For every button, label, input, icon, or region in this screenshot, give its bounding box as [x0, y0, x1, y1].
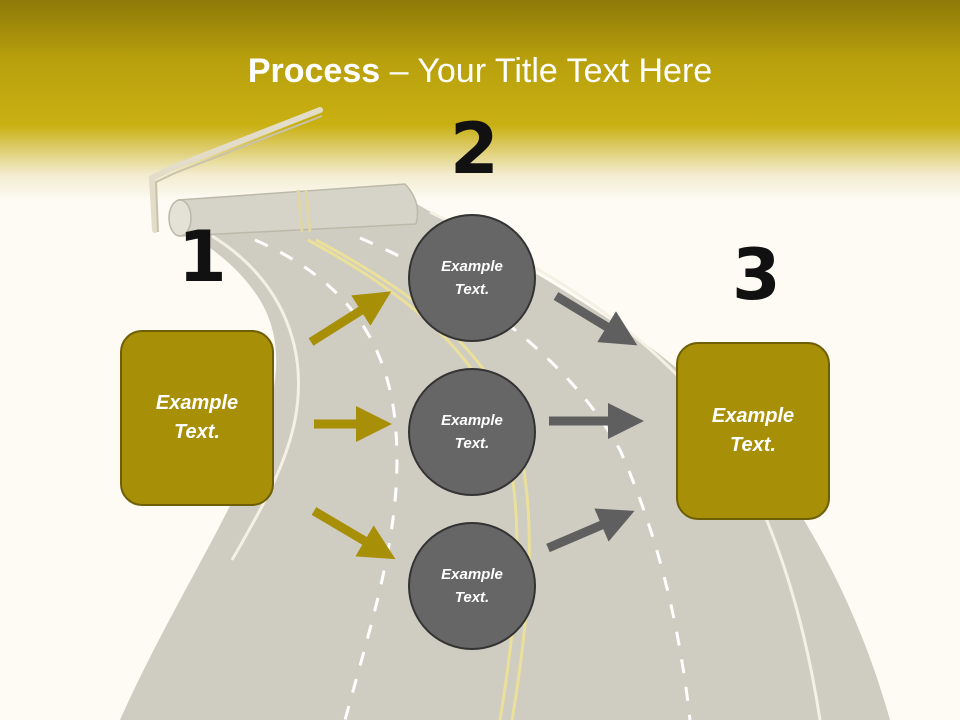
lane-dash-right — [359, 236, 692, 720]
step-1-text: Example Text. — [155, 392, 239, 443]
arrow-circle-top-to-box3 — [553, 292, 638, 346]
circle-top-text: Example Text. — [441, 258, 503, 298]
arrow-circle-bottom-to-box3 — [546, 508, 635, 553]
step-2-circle-top: Example Text. — [408, 214, 536, 342]
road-edge-left — [211, 234, 300, 561]
header-band — [0, 0, 960, 200]
lane-dash-left — [254, 238, 399, 720]
step-2-circle-bottom: Example Text. — [408, 522, 536, 650]
roller-handle — [148, 107, 323, 233]
roller-end — [168, 199, 192, 237]
slide-title: Process – Your Title Text Here — [0, 52, 960, 91]
step-number-1: 1 — [178, 216, 227, 298]
arrow-box1-to-circle-top — [308, 291, 392, 346]
step-number-3: 3 — [732, 234, 781, 316]
title-rest: – Your Title Text Here — [380, 52, 713, 90]
step-1-box: Example Text. — [120, 330, 274, 506]
arrow-box1-to-circle-bottom — [311, 507, 396, 560]
title-bold: Process — [247, 52, 381, 90]
circle-middle-text: Example Text. — [441, 412, 503, 452]
circle-bottom-text: Example Text. — [441, 566, 503, 606]
roller-handle-shadow — [154, 115, 323, 233]
step-2-circle-middle: Example Text. — [408, 368, 536, 496]
step-3-text: Example Text. — [711, 405, 795, 456]
step-3-box: Example Text. — [676, 342, 830, 520]
step-number-2: 2 — [450, 108, 499, 190]
